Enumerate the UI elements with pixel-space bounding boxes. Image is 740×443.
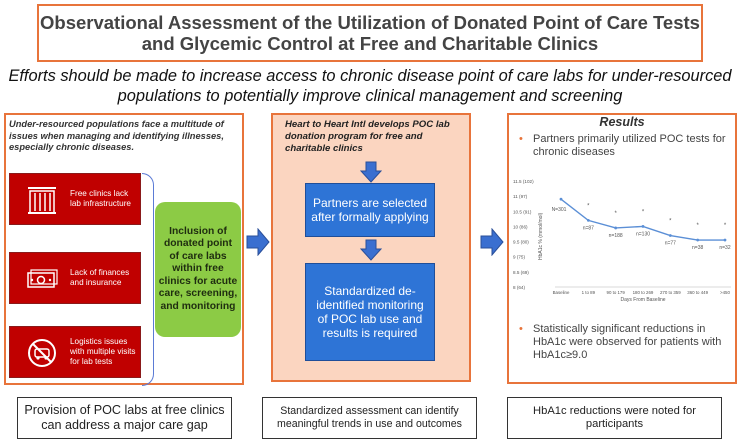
data-point <box>559 197 563 201</box>
y-tick-label: 8 (64) <box>513 285 525 290</box>
x-tick-label: 90 to 179 <box>607 290 626 295</box>
data-point <box>696 238 700 242</box>
title-box: Observational Assessment of the Utilizat… <box>37 4 703 62</box>
issues-heading: Under-resourced populations face a multi… <box>9 119 224 152</box>
x-tick-label: 1 to 89 <box>582 290 596 295</box>
n-label: n=87 <box>583 225 594 231</box>
y-tick-label: 11 (97) <box>513 194 528 199</box>
x-tick-label: >450 <box>720 290 730 295</box>
poster-title: Observational Assessment of the Utilizat… <box>40 12 700 54</box>
result-text: Statistically significant reductions in … <box>533 323 722 361</box>
significance-mark: * <box>587 203 590 209</box>
issues-panel: Under-resourced populations face a multi… <box>4 113 244 386</box>
result-bullet: • Partners primarily utilized POC tests … <box>519 133 733 159</box>
n-label: n=130 <box>636 231 650 237</box>
building-icon <box>28 187 56 214</box>
data-point <box>723 238 727 242</box>
money-icon <box>27 269 58 288</box>
x-tick-label: Baseline <box>553 290 570 295</box>
x-tick-label: 360 to 449 <box>687 290 708 295</box>
issue-label: Free clinics lack lab infrastructure <box>70 189 131 208</box>
results-title: Results <box>599 115 645 129</box>
x-axis-label: Days From Baseline <box>620 297 665 303</box>
y-tick-label: 9.5 (80) <box>513 240 529 245</box>
down-arrow-icon <box>360 239 382 261</box>
hba1c-chart-svg: 11.5 (102) 11 (97) 10.5 (91) 10 (86) 9.5 (80… <box>513 179 731 303</box>
issue-label: Logistics issues with multiple visits fo… <box>70 337 136 366</box>
data-point <box>641 225 645 228</box>
step-selection: Partners are selected after formally app… <box>305 183 435 237</box>
n-label: n=77 <box>665 241 676 247</box>
issue-logistics: Logistics issues with multiple visits fo… <box>9 326 141 378</box>
issues-bracket <box>142 173 154 386</box>
significance-mark: * <box>669 219 672 225</box>
n-label: n=38 <box>692 245 703 251</box>
right-arrow-icon <box>246 228 270 256</box>
data-point <box>586 218 590 222</box>
poster-subtitle: Efforts should be made to increase acces… <box>8 67 732 105</box>
y-tick-label: 11.5 (102) <box>513 179 534 184</box>
down-arrow-icon <box>360 161 382 183</box>
program-heading: Heart to Heart Intl develops POC lab don… <box>285 119 450 154</box>
bullet-dot: • <box>519 323 523 335</box>
issue-label: Lack of finances and insurance <box>70 268 130 287</box>
y-tick-label: 10.5 (91) <box>513 209 532 214</box>
inclusion-box: Inclusion of donated point of care labs … <box>155 202 241 337</box>
conclusion-middle: Standardized assessment can identify mea… <box>262 397 477 439</box>
data-point <box>668 234 672 237</box>
no-car-icon <box>28 339 56 367</box>
significance-mark: * <box>724 223 727 229</box>
result-bullet: • Statistically significant reductions i… <box>519 323 733 362</box>
y-tick-label: 10 (86) <box>513 224 528 229</box>
conclusion-right: HbA1c reductions were noted for particip… <box>507 397 722 439</box>
n-label: n=32 <box>719 245 730 251</box>
results-panel: Results • Partners primarily utilized PO… <box>507 113 737 384</box>
conclusion-left: Provision of POC labs at free clinics ca… <box>17 397 232 439</box>
n-label: N=301 <box>552 207 567 213</box>
x-tick-label: 270 to 359 <box>660 290 681 295</box>
program-panel: Heart to Heart Intl develops POC lab don… <box>271 113 471 382</box>
significance-mark: * <box>614 211 617 217</box>
hba1c-chart: 11.5 (102) 11 (97) 10.5 (91) 10 (86) 9.5 (80… <box>511 173 737 313</box>
bullet-dot: • <box>519 133 523 145</box>
right-arrow-icon <box>480 228 504 256</box>
y-tick-label: 9 (75) <box>513 255 525 260</box>
x-tick-label: 180 to 269 <box>633 290 654 295</box>
step-monitoring: Standardized de-identified monitoring of… <box>305 263 435 361</box>
data-point <box>614 226 618 230</box>
issue-lab-infrastructure: Free clinics lack lab infrastructure <box>9 173 141 225</box>
significance-mark: * <box>696 223 699 229</box>
result-text: Partners primarily utilized POC tests fo… <box>533 133 726 158</box>
significance-mark: * <box>642 209 645 215</box>
y-axis-label: HbA1c % (mmol/mol) <box>538 212 544 260</box>
y-tick-label: 8.5 (69) <box>513 270 529 275</box>
issue-finances: Lack of finances and insurance <box>9 252 141 304</box>
n-label: n=188 <box>609 233 623 239</box>
